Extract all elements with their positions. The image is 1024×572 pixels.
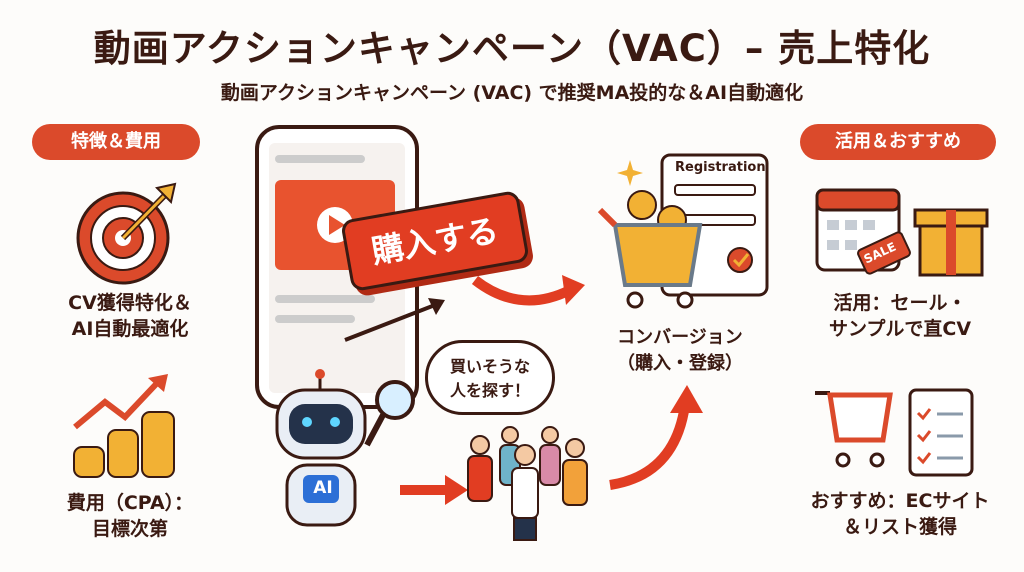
conversion-text: コンバージョン（購入・登録） [617,327,743,374]
target-icon [76,182,177,285]
page-title: 動画アクションキャンペーン（VAC）– 売上特化 [93,27,931,70]
target-audience-people-icon [467,426,588,541]
usage-recommend-pill: 活用＆おすすめ [800,124,996,160]
calendar-sale-gift-icon [815,188,989,277]
arrow-icon [609,385,703,490]
recommend-text: おすすめ：ECサイト＆リスト獲得 [810,490,990,538]
smartphone-video-icon [255,125,419,409]
feature-cv-text: CV獲得特化＆AI自動最適化 [68,292,192,340]
robot-ai-icon [275,369,415,527]
speech-bubble: 買いそうな人を探す！ [425,340,555,415]
usage-text: 活用：セール・サンプルで直CV [828,292,972,340]
arrow-icon [471,275,585,306]
cart-coins-icon [597,153,769,309]
page-subtitle: 動画アクションキャンペーン (VAC) で推奨MA投的な＆AI自動適化 [220,82,804,104]
features-cost-pill: 特徴＆費用 [32,124,200,160]
arrow-icon [400,475,468,505]
robot-ai-badge: AI [313,478,333,498]
registration-form-title: Registration [675,160,766,175]
cart-checklist-icon [815,388,974,477]
cursor-arrow-icon [344,298,445,342]
cost-cpa-text: 費用（CPA）：目標次第 [66,492,194,540]
cost-growth-coins-icon [73,374,175,478]
